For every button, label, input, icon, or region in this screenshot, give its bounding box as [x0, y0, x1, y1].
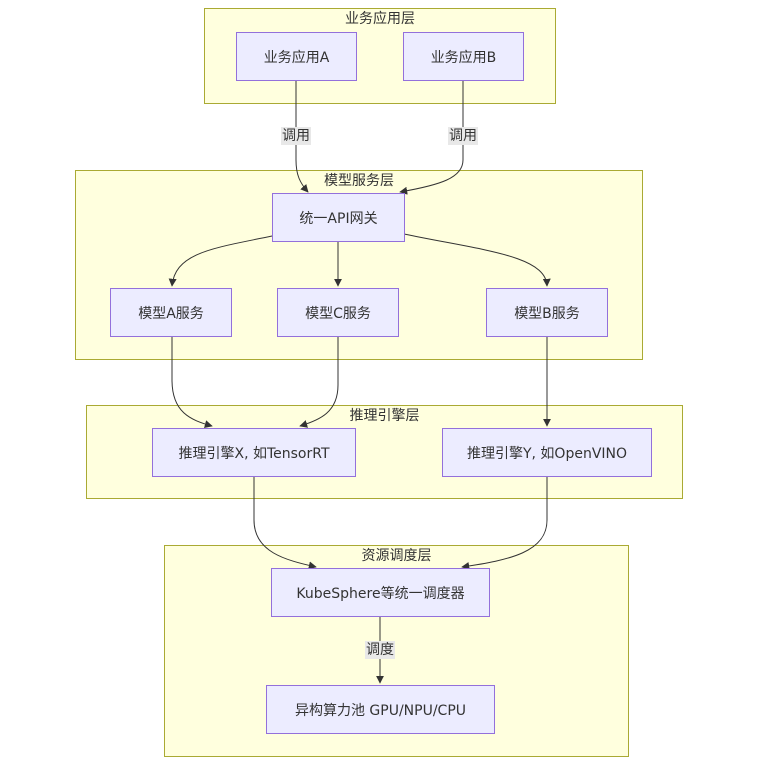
node-engine-y[interactable]: 推理引擎Y, 如OpenVINO	[442, 428, 652, 477]
node-pool[interactable]: 异构算力池 GPU/NPU/CPU	[266, 685, 495, 734]
edge-label-call-a: 调用	[281, 127, 311, 145]
node-app-b[interactable]: 业务应用B	[403, 32, 524, 81]
edge-label-call-b: 调用	[448, 127, 478, 145]
edge-gateway-model-a	[168, 235, 273, 287]
edge-engine-x-scheduler	[253, 477, 317, 570]
edge-app-a-gateway	[295, 81, 309, 193]
node-model-b[interactable]: 模型B服务	[486, 288, 608, 337]
node-model-c[interactable]: 模型C服务	[277, 288, 399, 337]
node-app-a[interactable]: 业务应用A	[236, 32, 357, 81]
node-engine-x[interactable]: 推理引擎X, 如TensorRT	[152, 428, 356, 477]
edge-model-c-engine-x	[299, 337, 339, 428]
node-scheduler[interactable]: KubeSphere等统一调度器	[271, 568, 490, 617]
node-model-a[interactable]: 模型A服务	[110, 288, 232, 337]
edge-label-schedule: 调度	[365, 641, 395, 659]
edge-engine-y-scheduler	[461, 477, 548, 570]
edge-app-b-gateway	[399, 81, 464, 195]
resource-layer-title: 资源调度层	[361, 548, 432, 564]
inference-layer-title: 推理引擎层	[349, 408, 420, 424]
edge-model-a-engine-x	[171, 337, 213, 428]
edge-gateway-model-b	[403, 233, 551, 287]
model-service-layer-title: 模型服务层	[324, 173, 394, 189]
business-layer-title: 业务应用层	[345, 11, 415, 27]
node-gateway[interactable]: 统一API网关	[272, 193, 405, 242]
